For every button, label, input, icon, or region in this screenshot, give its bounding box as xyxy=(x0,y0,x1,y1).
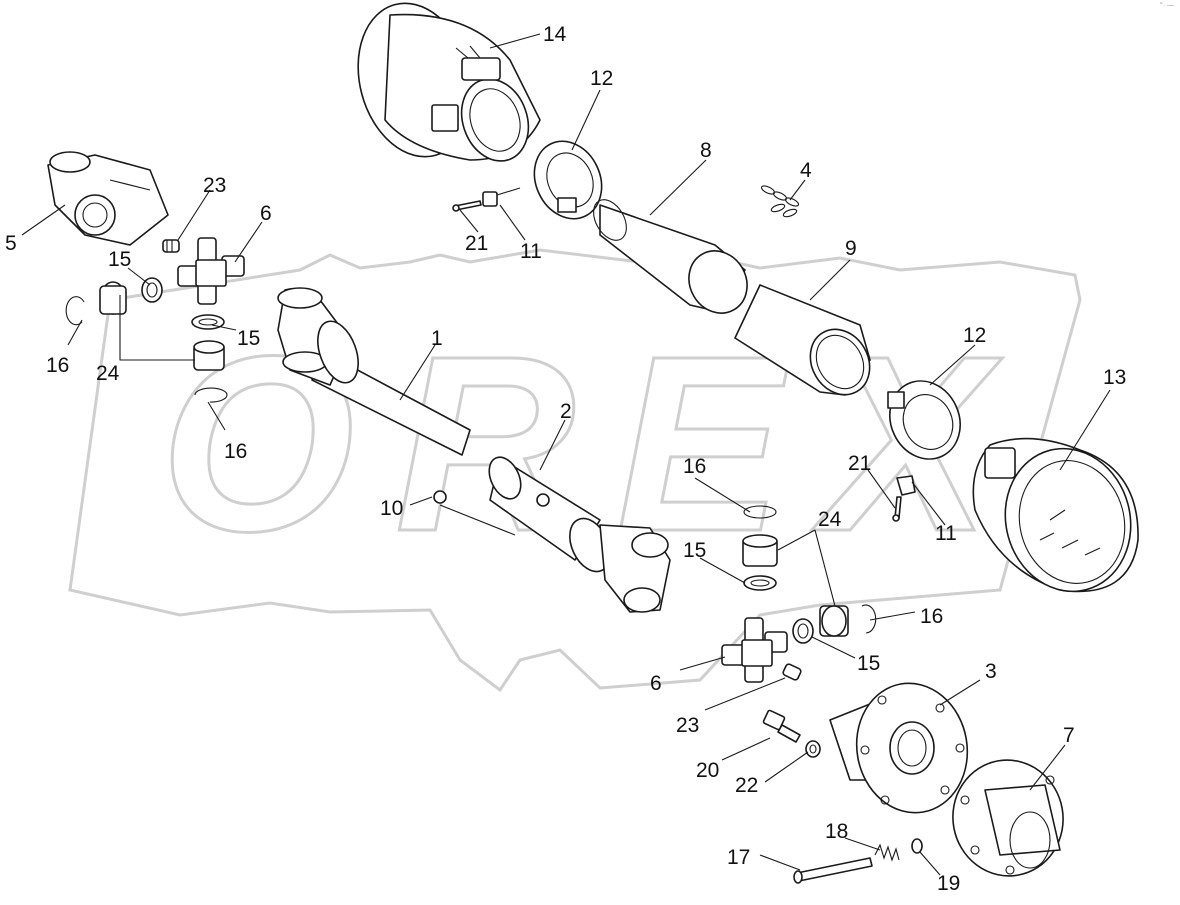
housing-top-part-14 xyxy=(357,2,541,162)
callout-22: 22 xyxy=(735,774,758,797)
callout-6-top: 6 xyxy=(260,202,272,225)
callout-16-upper-left: 16 xyxy=(46,354,69,377)
callout-16-lower-right: 16 xyxy=(920,605,943,628)
screw-top-part-21 xyxy=(452,200,482,212)
callout-20: 20 xyxy=(696,759,719,782)
washer-part-22 xyxy=(805,740,821,758)
callout-18: 18 xyxy=(825,820,848,843)
yoke-part-5 xyxy=(47,151,169,246)
seal-upper-left-part-15 xyxy=(141,277,163,303)
callout-12-lower: 12 xyxy=(963,324,986,347)
callout-13: 13 xyxy=(1103,366,1126,389)
bearing-cup-upper-left-part-24 xyxy=(99,281,127,315)
seal-lower-right-part-15 xyxy=(792,618,814,644)
flange-yoke-part-3 xyxy=(829,682,969,814)
bolt-part-20 xyxy=(762,709,801,743)
callout-12-top: 12 xyxy=(590,67,613,90)
callout-11-top: 11 xyxy=(520,240,542,263)
callout-14: 14 xyxy=(543,23,567,46)
clamp-ring-lower-part-12 xyxy=(887,380,961,460)
callout-labels: 14 12 8 4 9 12 13 21 11 21 11 23 6 5 15 … xyxy=(5,23,1126,895)
snap-ring-lower-right-part-16 xyxy=(861,604,877,634)
plug-part-10 xyxy=(433,490,447,504)
inner-shaft-part-1 xyxy=(277,287,471,456)
callout-16-upper-mid: 16 xyxy=(224,440,247,463)
outer-shaft-part-2 xyxy=(488,456,671,613)
callout-5: 5 xyxy=(5,232,17,255)
callout-24-lower: 24 xyxy=(818,508,842,531)
mating-flange-part-7 xyxy=(952,759,1064,877)
callout-6-lower: 6 xyxy=(650,672,662,695)
watermark-gear-outline xyxy=(68,248,1082,693)
snap-ring-upper-left-part-16 xyxy=(65,296,85,326)
callout-15-upper-left: 15 xyxy=(108,248,131,271)
callout-2: 2 xyxy=(560,400,572,423)
spring-part-18 xyxy=(874,843,900,862)
callout-9: 9 xyxy=(845,237,857,260)
housing-lower-part-13 xyxy=(972,437,1139,593)
callout-1: 1 xyxy=(431,327,443,350)
callout-21-top: 21 xyxy=(465,232,488,255)
callout-21-lower: 21 xyxy=(848,452,871,475)
washer-part-19 xyxy=(911,838,923,854)
callout-7: 7 xyxy=(1063,724,1075,747)
callout-8: 8 xyxy=(700,139,712,162)
callout-24-upper: 24 xyxy=(96,362,120,385)
pin-part-17 xyxy=(793,857,873,884)
leader-lines xyxy=(21,33,1111,876)
seal-lower-mid-part-15 xyxy=(743,575,777,591)
callout-11-lower: 11 xyxy=(935,522,957,545)
grease-nipple-top-part-23 xyxy=(162,239,180,253)
callout-4: 4 xyxy=(800,159,812,182)
callout-15-lower-right: 15 xyxy=(857,652,880,675)
callout-19: 19 xyxy=(937,872,960,895)
bearing-cup-lower-mid-part-24 xyxy=(742,534,778,567)
latch-lower-part-11 xyxy=(896,475,916,496)
callout-23-lower: 23 xyxy=(676,714,699,737)
latch-top-part-11 xyxy=(482,187,521,207)
callout-15-upper-mid: 15 xyxy=(237,327,260,350)
snap-ring-upper-mid-part-16 xyxy=(194,387,228,403)
bearing-cup-upper-mid-part-24 xyxy=(193,340,225,371)
inner-tube-part-9 xyxy=(734,284,871,396)
outer-tube-part-8 xyxy=(593,199,748,314)
cross-spider-top-part-6 xyxy=(177,237,245,305)
bearing-cup-lower-right-part-24 xyxy=(819,605,849,637)
callout-23-top: 23 xyxy=(203,174,226,197)
callout-15-lower-mid: 15 xyxy=(683,539,706,562)
chain-part-4 xyxy=(760,185,800,218)
callout-16-lower-mid: 16 xyxy=(683,455,706,478)
clamp-ring-top-part-12 xyxy=(533,140,603,220)
grease-nipple-lower-part-23 xyxy=(782,663,802,681)
corner-mark: °· — xyxy=(1159,2,1174,9)
snap-ring-lower-mid-part-16 xyxy=(743,505,777,519)
callout-17: 17 xyxy=(727,846,750,869)
callout-3: 3 xyxy=(985,660,997,683)
screw-lower-part-21 xyxy=(892,496,902,522)
callout-10: 10 xyxy=(380,497,403,520)
cross-spider-lower-part-6 xyxy=(721,617,788,683)
